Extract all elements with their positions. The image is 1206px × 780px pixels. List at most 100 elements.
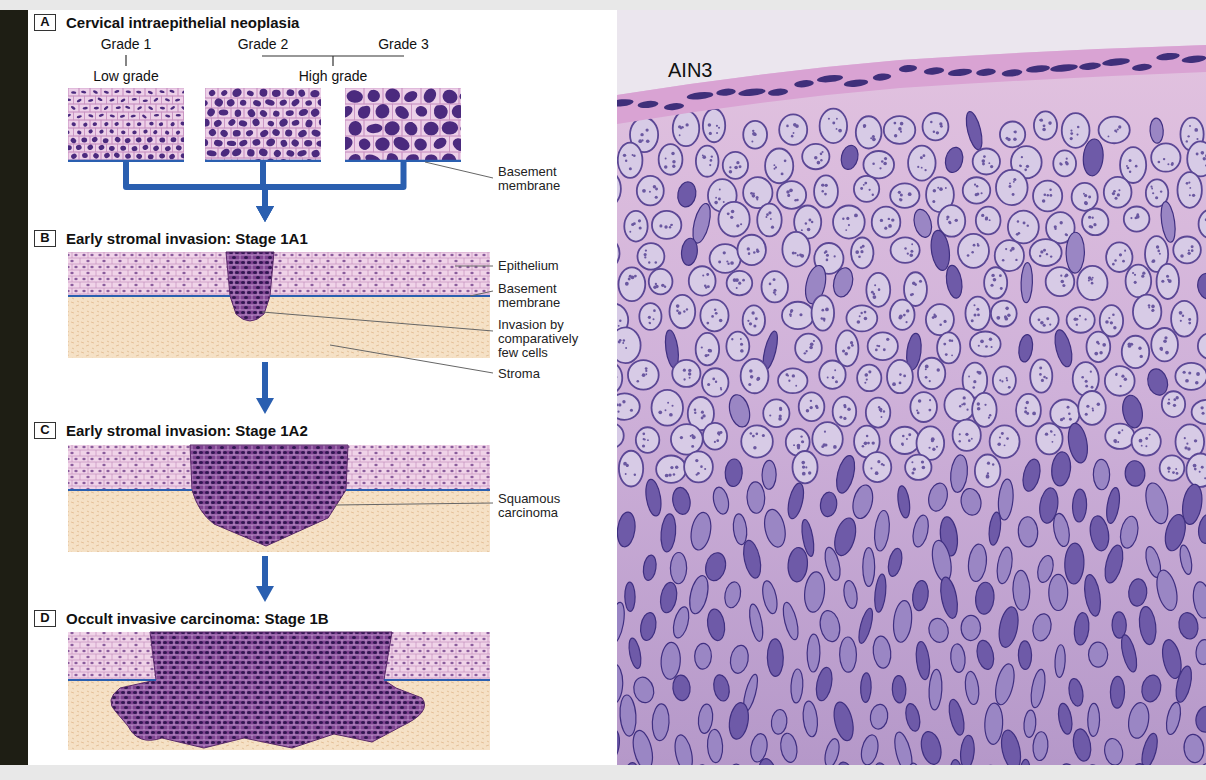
chromatin: [1194, 128, 1198, 132]
chromatin: [917, 166, 919, 168]
chromatin: [1016, 233, 1019, 236]
chromatin: [688, 369, 691, 372]
chromatin: [1114, 129, 1117, 132]
chromatin: [943, 320, 946, 323]
nucleus: [1187, 141, 1206, 176]
cell-border: [74, 144, 85, 152]
nucleus: [727, 271, 753, 295]
nucleus: [890, 183, 919, 208]
cell-border: [107, 112, 118, 120]
cell-nucleus: [143, 99, 148, 102]
chromatin: [1173, 404, 1176, 407]
chromatin: [1121, 429, 1123, 431]
nucleus: [763, 399, 789, 427]
cell-border: [251, 98, 264, 108]
cell-nucleus: [431, 102, 450, 121]
chromatin: [866, 435, 869, 438]
chromatin: [1149, 434, 1151, 436]
arrow-head: [256, 586, 274, 602]
cell-nucleus: [440, 88, 459, 106]
chromatin: [924, 169, 926, 171]
chromatin: [985, 216, 988, 219]
nucleus: [703, 423, 727, 450]
cell-nucleus: [290, 138, 300, 148]
chromatin: [883, 410, 885, 412]
chromatin: [1017, 220, 1019, 222]
cell-nucleus: [132, 98, 137, 101]
nucleus: [1000, 122, 1025, 148]
nucleus: [869, 703, 890, 730]
nucleus: [1171, 301, 1197, 337]
nucleus: [790, 669, 804, 704]
chromatin: [1167, 279, 1169, 281]
chromatin: [769, 414, 771, 416]
chromatin: [625, 473, 627, 475]
nucleus: [741, 539, 764, 580]
nucleus: [892, 600, 914, 644]
flat-nucleus: [1050, 63, 1078, 73]
chromatin: [854, 214, 858, 218]
cell-nucleus: [285, 110, 294, 117]
chromatin: [683, 369, 686, 372]
nucleus: [926, 616, 950, 644]
cell-nucleus: [259, 129, 270, 139]
chromatin: [795, 385, 797, 387]
chromatin: [1108, 135, 1110, 137]
chromatin: [702, 155, 706, 159]
chromatin: [1158, 161, 1161, 164]
cell-border: [90, 120, 101, 128]
chromatin: [1156, 245, 1159, 248]
nucleus: [967, 543, 989, 582]
chromatin: [629, 231, 631, 233]
cell-nucleus: [259, 88, 268, 97]
cell-nucleus: [272, 149, 282, 159]
chromatin: [740, 349, 743, 352]
cell-border: [145, 88, 156, 96]
chromatin: [822, 184, 825, 187]
chromatin: [1163, 158, 1165, 160]
cell-border: [178, 136, 184, 144]
callout-label: High grade: [283, 68, 383, 85]
chromatin: [836, 128, 838, 130]
panel-heading: Early stromal invasion: Stage 1A1: [66, 230, 308, 247]
chromatin: [1196, 153, 1199, 156]
nucleus: [795, 334, 822, 363]
cell-nucleus: [152, 129, 158, 135]
cell-nucleus: [109, 98, 115, 102]
chromatin: [786, 125, 789, 128]
chromatin: [665, 474, 669, 478]
cell-border: [309, 148, 321, 158]
cell-border: [303, 98, 316, 108]
cell-border: [173, 128, 184, 136]
nucleus: [820, 109, 847, 143]
chromatin: [910, 250, 913, 253]
chromatin: [642, 444, 645, 447]
nucleus: [905, 455, 931, 480]
cell-nucleus: [246, 90, 254, 98]
nucleus: [908, 146, 935, 181]
chromatin: [1166, 275, 1169, 278]
chromatin: [1025, 407, 1027, 409]
chromatin: [898, 127, 902, 131]
cell-border: [257, 108, 270, 118]
nucleus: [1124, 207, 1150, 232]
chromatin: [936, 131, 939, 134]
chromatin: [839, 416, 842, 419]
chromatin: [697, 472, 700, 475]
cell-nucleus: [279, 98, 288, 107]
squamous-carcinoma: [190, 445, 348, 546]
nucleus: [907, 762, 923, 765]
cell-nucleus: [213, 97, 224, 108]
chromatin: [836, 118, 838, 120]
cell-nucleus: [88, 99, 94, 102]
chromatin: [983, 155, 986, 158]
cell-nucleus: [378, 139, 387, 148]
chromatin: [921, 167, 923, 169]
chromatin: [775, 166, 777, 168]
chromatin: [1040, 118, 1043, 121]
chromatin: [847, 346, 850, 349]
chromatin: [704, 468, 706, 470]
nucleus: [1132, 428, 1161, 456]
chromatin: [755, 317, 758, 320]
cell-border: [450, 104, 462, 120]
